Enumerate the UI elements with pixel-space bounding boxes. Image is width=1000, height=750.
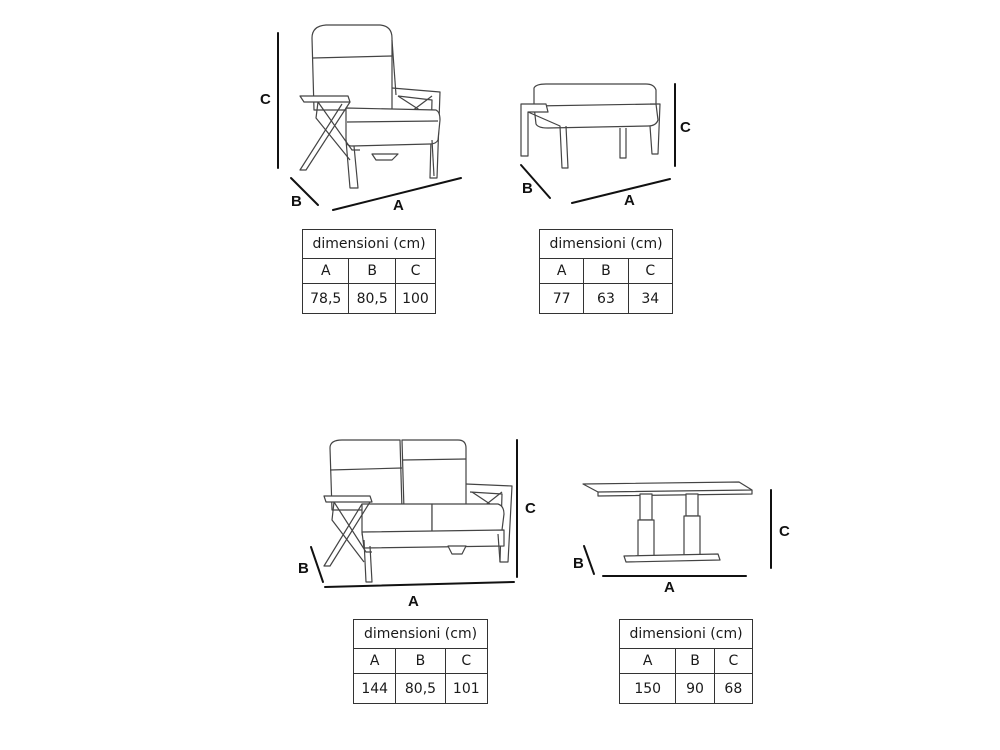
sofa-drawing: [323, 439, 513, 583]
table-label-b: B: [573, 555, 584, 572]
sofa-label-c: C: [525, 500, 536, 517]
armchair-drawing: [299, 24, 441, 189]
table-dimensions-table: dimensioni (cm) A B C 150 90 68: [618, 619, 754, 704]
table-label-c: C: [779, 523, 790, 540]
value-c: 34: [627, 283, 674, 314]
ottoman-dimension-lines: [520, 83, 676, 204]
value-a: 77: [538, 283, 585, 314]
header-c: C: [627, 258, 674, 284]
value-c: 100: [394, 283, 437, 314]
table-title: dimensioni (cm): [619, 619, 753, 649]
sofa-label-b: B: [298, 560, 309, 577]
header-a: A: [538, 258, 585, 284]
armchair-label-a: A: [393, 197, 404, 214]
value-b: 80,5: [395, 673, 446, 704]
table-dimension-lines: [583, 489, 772, 577]
value-c: 101: [444, 673, 489, 704]
value-c: 68: [713, 673, 754, 704]
armchair-label-b: B: [291, 193, 302, 210]
header-c: C: [394, 258, 437, 284]
header-a: A: [618, 648, 677, 674]
ottoman-label-b: B: [522, 180, 533, 197]
armchair-label-c: C: [260, 91, 271, 108]
value-b: 80,5: [348, 283, 396, 314]
table-drawing: [582, 481, 753, 563]
header-c: C: [713, 648, 754, 674]
sofa-label-a: A: [408, 593, 419, 610]
header-b: B: [348, 258, 396, 284]
value-a: 144: [352, 673, 397, 704]
sofa-dimensions-table: dimensioni (cm) A B C 144 80,5 101: [352, 619, 489, 704]
value-a: 78,5: [301, 283, 350, 314]
header-a: A: [301, 258, 350, 284]
header-b: B: [583, 258, 629, 284]
header-a: A: [352, 648, 397, 674]
header-b: B: [675, 648, 715, 674]
armchair-dimension-lines: [277, 32, 462, 211]
armchair-dimensions-table: dimensioni (cm) A B C 78,5 80,5 100: [301, 229, 437, 314]
ottoman-label-a: A: [624, 192, 635, 209]
ottoman-label-c: C: [680, 119, 691, 136]
ottoman-drawing: [520, 83, 661, 169]
header-b: B: [395, 648, 446, 674]
ottoman-dimensions-table: dimensioni (cm) A B C 77 63 34: [538, 229, 674, 314]
table-label-a: A: [664, 579, 675, 596]
table-title: dimensioni (cm): [302, 229, 436, 259]
value-b: 90: [675, 673, 715, 704]
header-c: C: [444, 648, 489, 674]
value-b: 63: [583, 283, 629, 314]
sofa-dimension-lines: [310, 439, 518, 588]
value-a: 150: [618, 673, 677, 704]
table-title: dimensioni (cm): [539, 229, 673, 259]
table-title: dimensioni (cm): [353, 619, 488, 649]
